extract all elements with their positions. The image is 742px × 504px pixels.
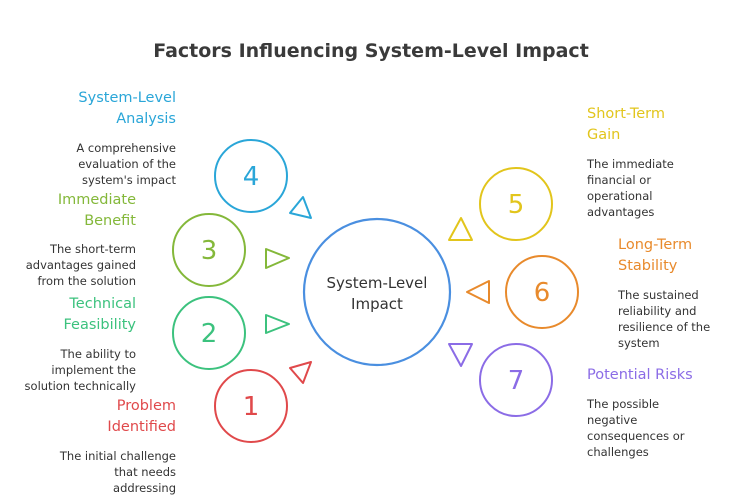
center-label-line1: System-Level	[327, 274, 428, 292]
factor-3-desc-line: advantages gained	[25, 258, 136, 272]
factor-3-number: 3	[201, 236, 218, 266]
factor-2-circle	[172, 296, 246, 370]
factor-7-desc-line: The possible	[587, 397, 660, 411]
factor-5-number: 5	[508, 190, 525, 220]
factor-4-label-line2: Analysis	[116, 111, 176, 127]
factor-2-description: The ability to implement the solution te…	[25, 346, 136, 394]
factor-5-desc-line: financial or	[587, 173, 652, 187]
factor-4-desc-line: evaluation of the	[78, 157, 176, 171]
factor-1-description: The initial challenge that needs address…	[60, 448, 176, 496]
factor-1-arrow	[289, 361, 312, 384]
factor-3-arrow	[265, 248, 290, 269]
factor-4-description: A comprehensive evaluation of the system…	[76, 140, 176, 188]
factor-5-label-line2: Gain	[587, 127, 621, 143]
factor-1-desc-line: The initial challenge	[59, 449, 176, 463]
factor-4: 4	[214, 139, 312, 219]
factor-7-description: The possible negative consequences or ch…	[587, 396, 684, 460]
factor-2: 2	[172, 296, 290, 370]
factor-6-arrow	[466, 280, 490, 304]
factor-5-arrow	[448, 217, 473, 241]
factor-4-label-line1: System-Level	[78, 90, 176, 106]
factor-6-description: The sustained reliability and resilience…	[618, 287, 710, 351]
factor-5-desc-line: The immediate	[587, 157, 674, 171]
factor-3-label-line2: Benefit	[84, 213, 136, 229]
factor-3: 3	[172, 213, 290, 287]
factor-7-arrow	[448, 343, 473, 367]
factor-6-desc-line: system	[618, 336, 660, 350]
factor-2-label: Technical Feasibility	[64, 294, 137, 336]
factor-3-description: The short-term advantages gained from th…	[26, 241, 136, 289]
factor-4-label: System-Level Analysis	[78, 88, 176, 130]
factor-6-label: Long-Term Stability	[618, 235, 692, 277]
factor-1-label: Problem Identified	[107, 396, 176, 438]
factor-6-circle	[505, 255, 579, 329]
factor-5-label: Short-Term Gain	[587, 104, 665, 146]
factor-2-label-line1: Technical	[69, 296, 136, 312]
factor-1-label-line1: Problem	[116, 398, 176, 414]
factor-6-label-line2: Stability	[618, 258, 678, 274]
center-circle	[302, 217, 452, 367]
factor-7-desc-line: negative	[587, 413, 638, 427]
factor-6-desc-line: reliability and	[618, 304, 697, 318]
factor-2-desc-line: implement the	[51, 363, 136, 377]
factor-7-desc-line: consequences or	[587, 429, 685, 443]
factor-1-label-line2: Identified	[107, 419, 176, 435]
factor-5-circle	[479, 167, 553, 241]
factor-4-desc-line: system's impact	[82, 173, 176, 187]
factor-1: 1	[214, 361, 312, 443]
center-label-line2: Impact	[351, 295, 403, 313]
factor-3-desc-line: The short-term	[49, 242, 136, 256]
factor-1-number: 1	[243, 392, 260, 422]
factor-2-label-line2: Feasibility	[63, 317, 137, 333]
factor-2-number: 2	[201, 319, 218, 349]
factor-2-arrow	[265, 314, 290, 334]
factor-7: 7	[448, 343, 553, 417]
factor-1-circle	[214, 369, 288, 443]
factor-5-desc-line: advantages	[587, 205, 655, 219]
factor-7-desc-line: challenges	[587, 445, 649, 459]
factor-2-desc-line: solution technically	[24, 379, 136, 393]
factor-5-desc-line: operational	[587, 189, 653, 203]
factor-3-label-line1: Immediate	[57, 192, 136, 208]
factor-7-number: 7	[508, 366, 525, 396]
factor-6-desc-line: The sustained	[618, 288, 699, 302]
factor-5-description: The immediate financial or operational a…	[587, 156, 674, 220]
factor-7-label-line1: Potential Risks	[587, 367, 693, 383]
factor-7-label: Potential Risks	[587, 365, 693, 386]
factor-4-number: 4	[243, 162, 260, 192]
factor-6-desc-line: resilience of the	[618, 320, 711, 334]
factor-5: 5	[448, 167, 553, 241]
factor-6: 6	[466, 255, 579, 329]
factor-6-number: 6	[534, 278, 551, 308]
factor-4-arrow	[289, 196, 312, 219]
factor-4-circle	[214, 139, 288, 213]
factor-5-label-line1: Short-Term	[587, 106, 665, 122]
factor-3-circle	[172, 213, 246, 287]
factor-4-desc-line: A comprehensive	[76, 141, 176, 155]
factor-1-desc-line: addressing	[113, 481, 176, 495]
factor-3-label: Immediate Benefit	[58, 190, 136, 232]
diagram-title: Factors Influencing System-Level Impact	[153, 40, 589, 62]
factor-1-desc-line: that needs	[114, 465, 176, 479]
factor-7-circle	[479, 343, 553, 417]
factor-3-desc-line: from the solution	[37, 274, 137, 288]
factor-2-desc-line: The ability to	[60, 347, 137, 361]
factor-6-label-line1: Long-Term	[618, 237, 693, 253]
